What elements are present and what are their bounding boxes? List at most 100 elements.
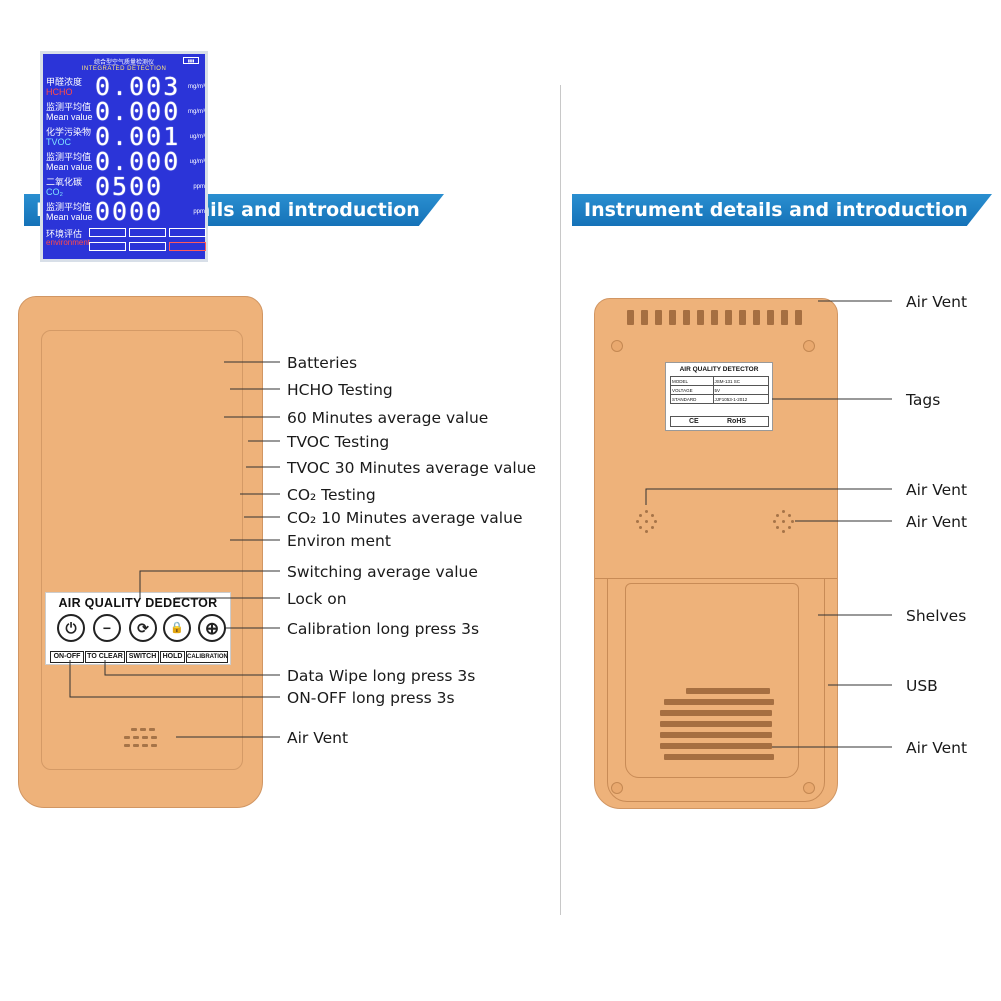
minus-icon: −: [102, 620, 112, 636]
lcd-row-cn: 甲醛浓度: [46, 77, 83, 87]
lcd-row-value: 0.000: [95, 97, 181, 126]
calibration-button[interactable]: ⊕: [198, 614, 226, 642]
lcd-row-tvoc-mean: 监测平均值 Mean value 0.000 ug/m³: [45, 147, 207, 176]
button-label-switch: SWITCH: [126, 651, 159, 663]
lcd-row-unit: mg/m³: [188, 84, 205, 90]
button-label-hold: HOLD: [160, 651, 185, 663]
clear-button[interactable]: −: [93, 614, 121, 642]
battery-icon: ▮▮▮: [183, 57, 199, 64]
panel-title: AIR QUALITY DEDECTOR: [58, 596, 218, 610]
label-air-vent-top: Air Vent: [906, 293, 968, 311]
label-tvoc-30min: TVOC 30 Minutes average value: [287, 459, 537, 477]
label-tvoc-testing: TVOC Testing: [287, 433, 390, 451]
lcd-row-hcho: 甲醛浓度 HCHO 0.003 mg/m³: [45, 73, 207, 100]
lcd-row-unit: ppm: [193, 184, 205, 190]
device-front: [18, 296, 263, 808]
label-switching: Switching average value: [287, 563, 478, 581]
lcd-row-unit: ug/m³: [189, 159, 205, 165]
crosshair-icon: ⊕: [204, 618, 220, 638]
env-indicator: [89, 242, 126, 251]
device-front-bezel: [41, 330, 243, 770]
tag-value: JJF1053-1-2012: [712, 394, 770, 404]
lcd-row-en: Mean value: [46, 162, 93, 172]
env-indicator: [169, 242, 206, 251]
label-usb: USB: [906, 677, 938, 695]
label-shelves: Shelves: [906, 607, 967, 625]
label-tags: Tags: [906, 391, 941, 409]
env-indicator: [89, 228, 126, 237]
lcd-row-cn: 二氧化碳: [46, 177, 83, 187]
label-60min-average: 60 Minutes average value: [287, 409, 489, 427]
lcd-row-en: HCHO: [46, 87, 73, 97]
lcd-row-value: 0.000: [95, 147, 181, 176]
button-label-on-off: ON-OFF: [50, 651, 84, 663]
lcd-row-co2-mean: 监测平均值 Mean value 0000 ppm: [45, 197, 207, 226]
back-shelf-inner: [625, 583, 799, 778]
tag-key: STANDARD: [670, 394, 714, 404]
lcd-row-value: 0.001: [95, 122, 181, 151]
ce-mark: CE: [689, 418, 699, 425]
tag-key: MODEL: [670, 376, 714, 386]
lcd-row-value: 0500: [95, 172, 164, 201]
lcd-row-en: Mean value: [46, 112, 93, 122]
lcd-row-hcho-mean: 监测平均值 Mean value 0.000 mg/m³: [45, 97, 207, 126]
lcd-row-unit: ppm: [193, 209, 205, 215]
button-panel: AIR QUALITY DEDECTOR ⏻ − ⟳ 🔒 ⊕ ON-OFF TO…: [45, 592, 231, 665]
label-environment: Environ ment: [287, 532, 391, 550]
screw-icon: [611, 340, 623, 352]
switch-button[interactable]: ⟳: [129, 614, 157, 642]
label-air-vent-right: Air Vent: [906, 513, 968, 531]
lcd-screen: 综合型空气质量检测仪 INTEGRATED DETECTION ▮▮▮ 甲醛浓度…: [40, 51, 208, 262]
device-back-upper: [595, 299, 837, 579]
lcd-header-en: INTEGRATED DETECTION: [81, 66, 167, 72]
label-air-vent-bottom: Air Vent: [906, 739, 968, 757]
label-co2-testing: CO₂ Testing: [287, 486, 376, 504]
hold-button[interactable]: 🔒: [163, 614, 191, 642]
lcd-env-en: environment: [46, 238, 91, 247]
label-co2-10min: CO₂ 10 Minutes average value: [287, 509, 523, 527]
rohs-mark: RoHS: [727, 418, 747, 425]
back-shelf: [607, 578, 825, 802]
label-on-off: ON-OFF long press 3s: [287, 689, 455, 707]
lcd-row-en: TVOC: [46, 137, 72, 147]
button-label-clear: TO CLEAR: [85, 651, 125, 663]
section-banner-right: Instrument details and introduction: [572, 194, 992, 226]
lcd-environment-row: 环境评估 environment: [45, 224, 207, 256]
lcd-header-cn: 综合型空气质量检测仪: [93, 60, 154, 66]
tag-value: 5V: [712, 385, 770, 395]
lcd-row-en: CO₂: [46, 187, 63, 197]
tag-key: VOLTAGE: [670, 385, 714, 395]
env-indicator: [129, 228, 166, 237]
power-button[interactable]: ⏻: [57, 614, 85, 642]
label-air-vent-left: Air Vent: [906, 481, 968, 499]
right-side-vent: [773, 510, 795, 533]
lcd-row-cn: 监测平均值: [46, 102, 92, 112]
label-air-vent-front: Air Vent: [287, 729, 349, 747]
power-icon: ⏻: [65, 620, 77, 636]
tag-value: JSM-131 SC: [712, 376, 770, 386]
lcd-env-cn: 环境评估: [46, 229, 83, 239]
label-hcho-testing: HCHO Testing: [287, 381, 393, 399]
tag-title: AIR QUALITY DETECTOR: [679, 366, 759, 373]
lcd-row-cn: 监测平均值: [46, 202, 92, 212]
lcd-row-cn: 化学污染物: [46, 127, 92, 137]
label-batteries: Batteries: [287, 354, 358, 372]
lcd-row-en: Mean value: [46, 212, 93, 222]
env-indicator: [169, 228, 206, 237]
label-calibration: Calibration long press 3s: [287, 620, 480, 638]
label-data-wipe: Data Wipe long press 3s: [287, 667, 476, 685]
lcd-row-value: 0000: [95, 197, 164, 226]
refresh-icon: ⟳: [137, 620, 149, 636]
lcd-row-cn: 监测平均值: [46, 152, 92, 162]
button-label-calibration: CALIBRATION: [186, 651, 228, 663]
lcd-row-tvoc: 化学污染物 TVOC 0.001 ug/m³: [45, 122, 207, 151]
lcd-row-co2: 二氧化碳 CO₂ 0500 ppm: [45, 172, 207, 201]
env-indicator: [129, 242, 166, 251]
lock-icon: 🔒: [170, 621, 184, 634]
lcd-row-unit: ug/m³: [189, 134, 205, 140]
left-side-vent: [636, 510, 658, 533]
center-divider: [560, 85, 561, 915]
screw-icon: [803, 340, 815, 352]
